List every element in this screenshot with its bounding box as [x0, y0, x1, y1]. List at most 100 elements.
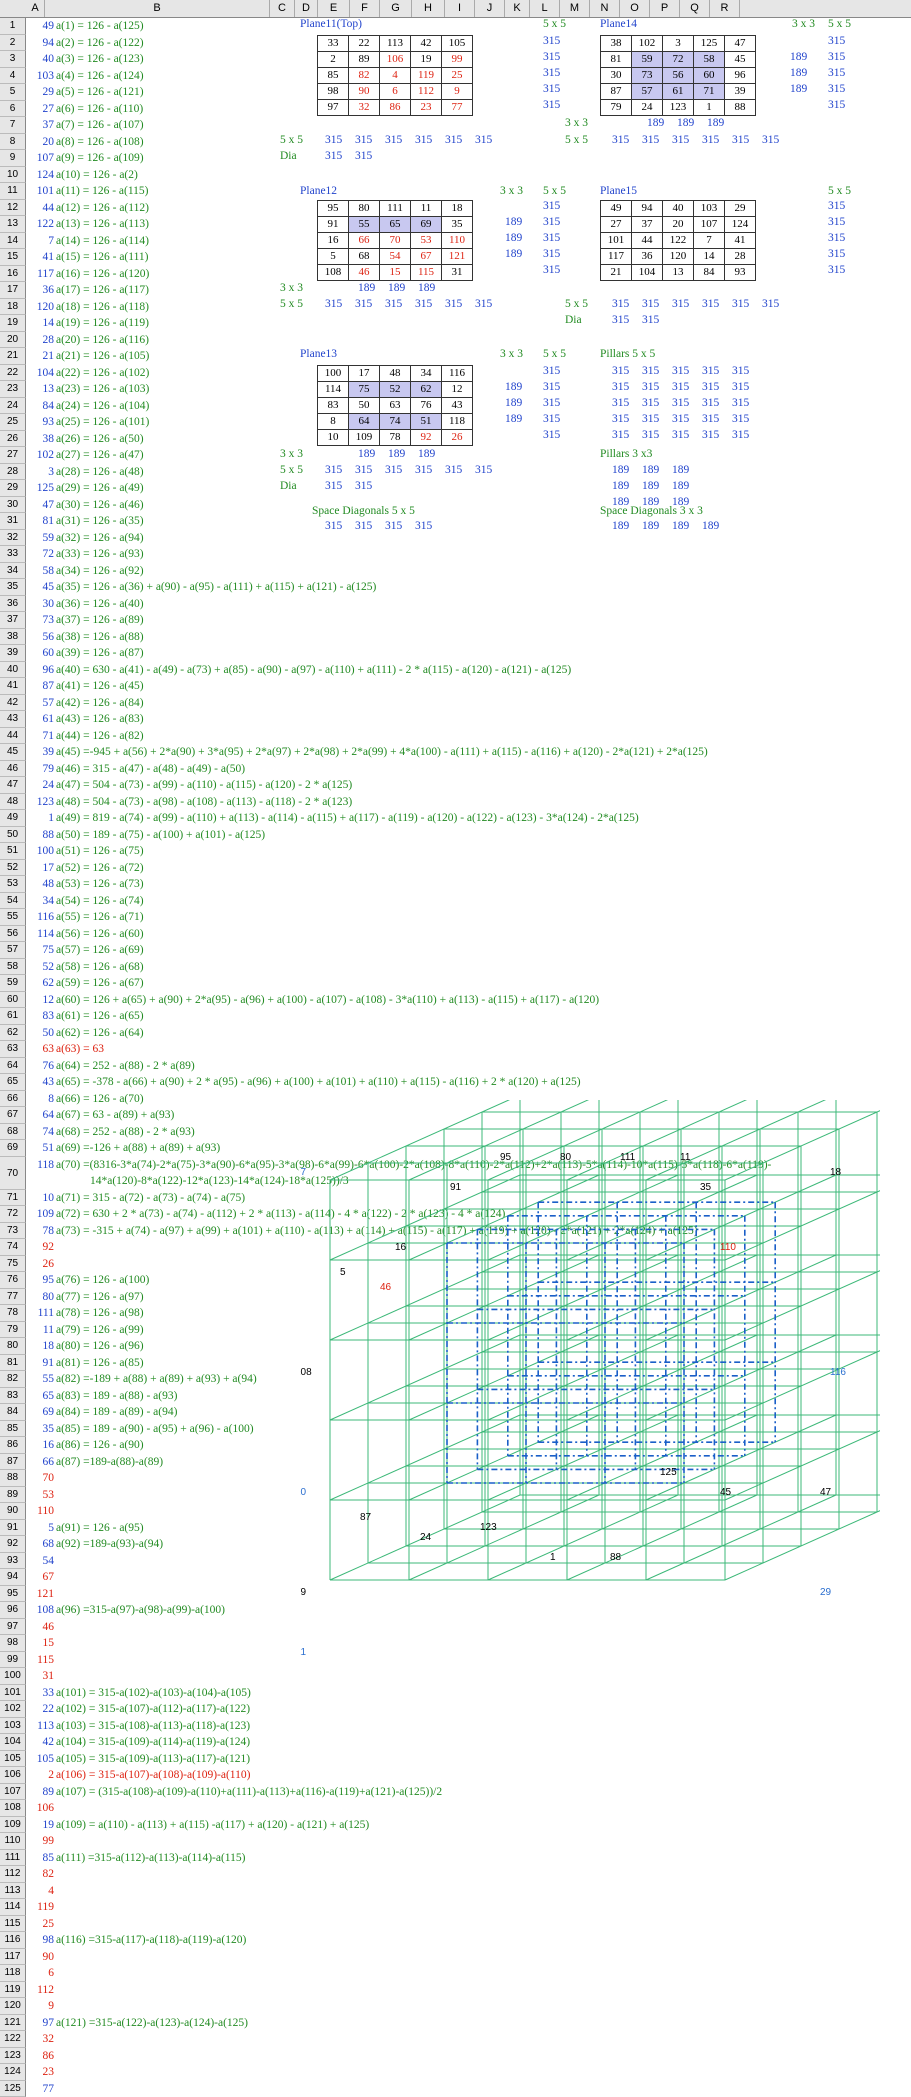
col-header-Q[interactable]: Q [680, 0, 710, 17]
cell-value[interactable]: 92 [26, 1239, 54, 1256]
cell-value[interactable]: 59 [26, 530, 54, 547]
row-header[interactable]: 6 [0, 101, 26, 118]
row-header[interactable]: 46 [0, 761, 26, 778]
row-header[interactable]: 63 [0, 1041, 26, 1058]
plane-cell[interactable]: 105 [442, 36, 473, 52]
row-header[interactable]: 9 [0, 150, 26, 167]
cell-value[interactable]: 48 [26, 876, 54, 893]
col-header-H[interactable]: H [412, 0, 445, 17]
plane-cell[interactable]: 3 [663, 36, 694, 52]
plane-cell[interactable]: 11 [411, 201, 442, 217]
plane-cell[interactable]: 44 [632, 233, 663, 249]
cell-value[interactable]: 86 [26, 2048, 54, 2065]
row-header[interactable]: 66 [0, 1091, 26, 1108]
plane-cell[interactable]: 20 [663, 217, 694, 233]
plane-cell[interactable]: 118 [442, 414, 473, 430]
cell-value[interactable]: 15 [26, 1635, 54, 1652]
plane-cell[interactable]: 66 [349, 233, 380, 249]
cell-value[interactable]: 6 [26, 1965, 54, 1982]
row-header[interactable]: 93 [0, 1553, 26, 1570]
plane-cell[interactable]: 30 [601, 68, 632, 84]
cell-value[interactable]: 47 [26, 497, 54, 514]
row-header[interactable]: 77 [0, 1289, 26, 1306]
plane-cell[interactable]: 29 [725, 201, 756, 217]
row-header[interactable]: 107 [0, 1784, 26, 1801]
row-header[interactable]: 14 [0, 233, 26, 250]
plane-cell[interactable]: 31 [442, 265, 473, 281]
cell-value[interactable]: 88 [26, 827, 54, 844]
row-header[interactable]: 95 [0, 1586, 26, 1603]
row-header[interactable]: 121 [0, 2015, 26, 2032]
row-header[interactable]: 117 [0, 1949, 26, 1966]
plane-cell[interactable]: 7 [694, 233, 725, 249]
plane-cell[interactable]: 76 [411, 398, 442, 414]
plane-cell[interactable]: 33 [318, 36, 349, 52]
cell-value[interactable]: 1 [26, 810, 54, 827]
plane-cell[interactable]: 43 [442, 398, 473, 414]
row-header[interactable]: 51 [0, 843, 26, 860]
row-header[interactable]: 86 [0, 1437, 26, 1454]
plane-cell[interactable]: 8 [318, 414, 349, 430]
plane-cell[interactable]: 72 [663, 52, 694, 68]
plane-cell[interactable]: 101 [601, 233, 632, 249]
cell-value[interactable]: 64 [26, 1107, 54, 1124]
plane-cell[interactable]: 38 [601, 36, 632, 52]
cell-value[interactable]: 36 [26, 282, 54, 299]
cell-value[interactable]: 74 [26, 1124, 54, 1141]
plane-cell[interactable]: 109 [349, 430, 380, 446]
row-header[interactable]: 48 [0, 794, 26, 811]
row-header[interactable]: 21 [0, 348, 26, 365]
row-header[interactable]: 120 [0, 1998, 26, 2015]
plane-cell[interactable]: 92 [411, 430, 442, 446]
row-header[interactable]: 52 [0, 860, 26, 877]
col-header-I[interactable]: I [445, 0, 475, 17]
cell-value[interactable]: 114 [26, 926, 54, 943]
plane-cell[interactable]: 63 [380, 398, 411, 414]
row-header[interactable]: 68 [0, 1124, 26, 1141]
row-header[interactable]: 114 [0, 1899, 26, 1916]
col-header-B[interactable]: B [45, 0, 270, 17]
plane-cell[interactable]: 74 [380, 414, 411, 430]
row-header[interactable]: 19 [0, 315, 26, 332]
cell-value[interactable]: 70 [26, 1470, 54, 1487]
col-header-R[interactable]: R [710, 0, 740, 17]
plane-cell[interactable]: 98 [318, 84, 349, 100]
cell-value[interactable]: 73 [26, 612, 54, 629]
plane-cell[interactable]: 18 [442, 201, 473, 217]
plane-cell[interactable]: 81 [601, 52, 632, 68]
col-header-O[interactable]: O [620, 0, 650, 17]
col-header-N[interactable]: N [590, 0, 620, 17]
plane-cell[interactable]: 64 [349, 414, 380, 430]
plane-cell[interactable]: 122 [663, 233, 694, 249]
cell-value[interactable]: 11 [26, 1322, 54, 1339]
row-header[interactable]: 49 [0, 810, 26, 827]
plane-cell[interactable]: 106 [380, 52, 411, 68]
plane-cell[interactable]: 82 [349, 68, 380, 84]
row-header[interactable]: 3 [0, 51, 26, 68]
cell-value[interactable]: 8 [26, 1091, 54, 1108]
cell-value[interactable]: 51 [26, 1140, 54, 1157]
plane-cell[interactable]: 107 [694, 217, 725, 233]
plane-cell[interactable]: 57 [632, 84, 663, 100]
plane-cell[interactable]: 51 [411, 414, 442, 430]
plane-cell[interactable]: 39 [725, 84, 756, 100]
cell-value[interactable]: 94 [26, 35, 54, 52]
plane-cell[interactable]: 21 [601, 265, 632, 281]
cell-value[interactable]: 37 [26, 117, 54, 134]
col-header-K[interactable]: K [505, 0, 530, 17]
cell-value[interactable]: 81 [26, 513, 54, 530]
plane-cell[interactable]: 65 [380, 217, 411, 233]
cell-value[interactable]: 65 [26, 1388, 54, 1405]
row-header[interactable]: 37 [0, 612, 26, 629]
row-header[interactable]: 4 [0, 68, 26, 85]
cell-value[interactable]: 83 [26, 1008, 54, 1025]
plane-cell[interactable]: 40 [663, 201, 694, 217]
col-header-C[interactable]: C [270, 0, 295, 17]
plane-cell[interactable]: 88 [725, 100, 756, 116]
row-header[interactable]: 39 [0, 645, 26, 662]
cell-value[interactable]: 69 [26, 1404, 54, 1421]
cell-value[interactable]: 53 [26, 1487, 54, 1504]
col-header-L[interactable]: L [530, 0, 560, 17]
row-header[interactable]: 62 [0, 1025, 26, 1042]
row-header[interactable]: 101 [0, 1685, 26, 1702]
